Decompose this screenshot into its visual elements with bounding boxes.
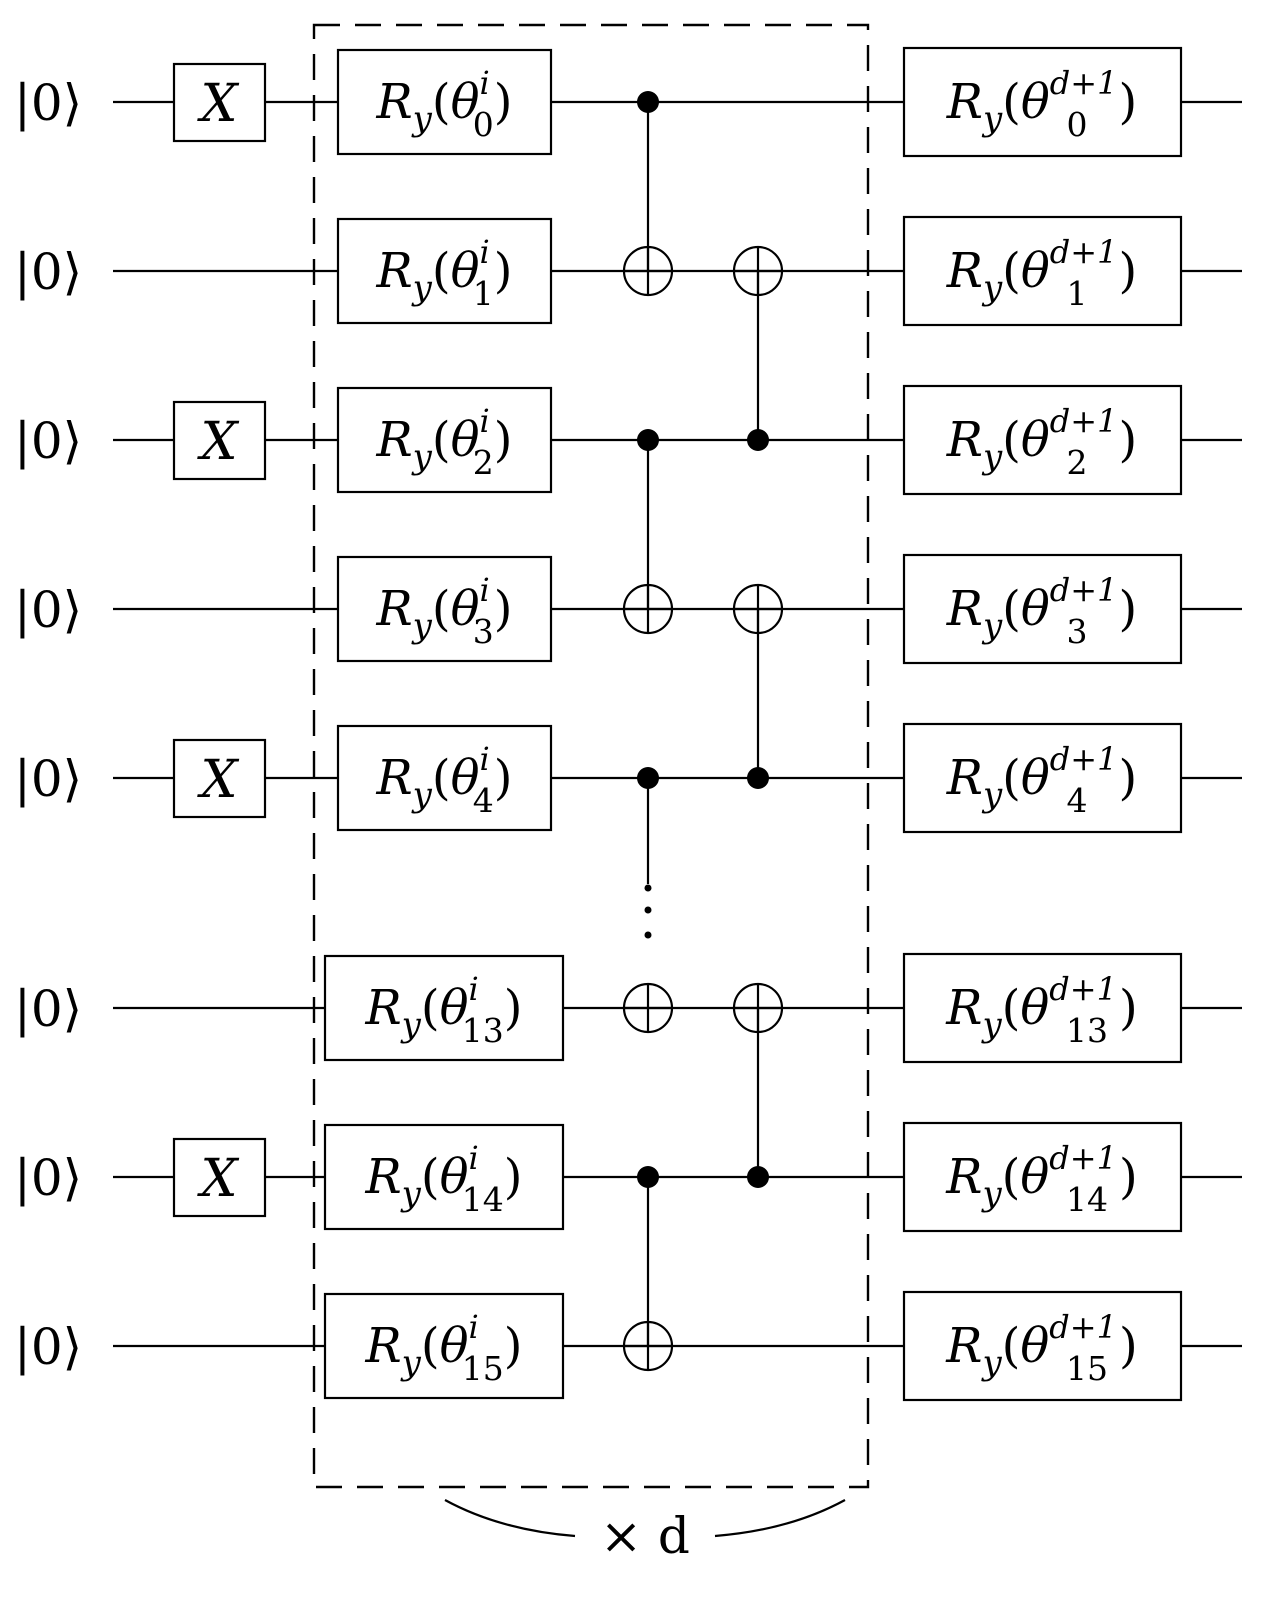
x-gate: X [172,738,267,819]
ry-final-gate-box [902,215,1183,327]
cnot-gate [622,429,674,635]
ry-layer-gate-box [336,555,553,663]
x-gate: X [172,400,267,481]
cnot-gate [622,91,674,297]
ry-layer-gate-box [336,48,553,156]
vertical-ellipsis-dot [644,884,652,892]
repeat-annotation: × d [444,1499,846,1565]
ry-layer-gate-box [323,1123,565,1231]
input-state-ket: |0⟩ [14,750,82,808]
repeat-brace-right [714,1499,846,1538]
ry-layer-gate-box [323,1292,565,1400]
ry-final-gate-box [902,952,1183,1064]
x-gate-box [172,400,267,481]
cnot-gate [622,767,674,1034]
cnot-control-dot [747,1166,769,1188]
x-gate-box [172,738,267,819]
x-gate-label: X [196,1149,239,1209]
cnot-control-dot [637,429,659,451]
cnot-control-dot [637,91,659,113]
repeated-layer-dashed-box [312,23,870,1489]
x-gate-box [172,62,267,143]
cnot-gate [622,1166,674,1372]
x-gate: X [172,62,267,143]
x-gate-label: X [196,412,239,472]
x-gate-label: X [196,74,239,134]
ry-final-gate-box [902,553,1183,665]
ry-layer-gate-box [336,217,553,325]
input-state-labels: |0⟩ |0⟩ |0⟩ |0⟩ |0⟩ |0⟩ |0⟩ |0⟩ [14,74,82,1376]
ry-layer-gate-box [323,954,565,1062]
x-gate: X [172,1137,267,1218]
ry-final-gate-box [902,1121,1183,1233]
cnot-gate [732,982,784,1188]
ry-final-gate-box [902,46,1183,158]
cnot-gate [732,583,784,789]
ry-final-gate-box [902,384,1183,496]
repeated-layer-block [312,23,870,1489]
cnot-control-dot [637,1166,659,1188]
repeat-label: × d [600,1507,690,1565]
cnot-gates [622,91,784,1372]
input-state-ket: |0⟩ [14,412,82,470]
cnot-control-dot [747,767,769,789]
x-gate-box [172,1137,267,1218]
repeat-brace-left [444,1499,576,1538]
x-gate-label: X [196,750,239,810]
ry-final-gate-box [902,722,1183,834]
cnot-control-dot [637,767,659,789]
qubit-wires [113,100,1242,1348]
input-state-ket: |0⟩ [14,1149,82,1207]
input-state-ket: |0⟩ [14,243,82,301]
input-state-ket: |0⟩ [14,1318,82,1376]
vertical-ellipsis-dot [644,931,652,939]
cnot-gate [732,245,784,451]
ry-final-gate-box [902,1290,1183,1402]
ry-layer-gate-box [336,724,553,832]
input-state-ket: |0⟩ [14,74,82,132]
input-state-ket: |0⟩ [14,980,82,1038]
vertical-ellipsis-dot [644,906,652,914]
input-state-ket: |0⟩ [14,581,82,639]
cnot-control-dot [747,429,769,451]
ry-layer-gate-box [336,386,553,494]
